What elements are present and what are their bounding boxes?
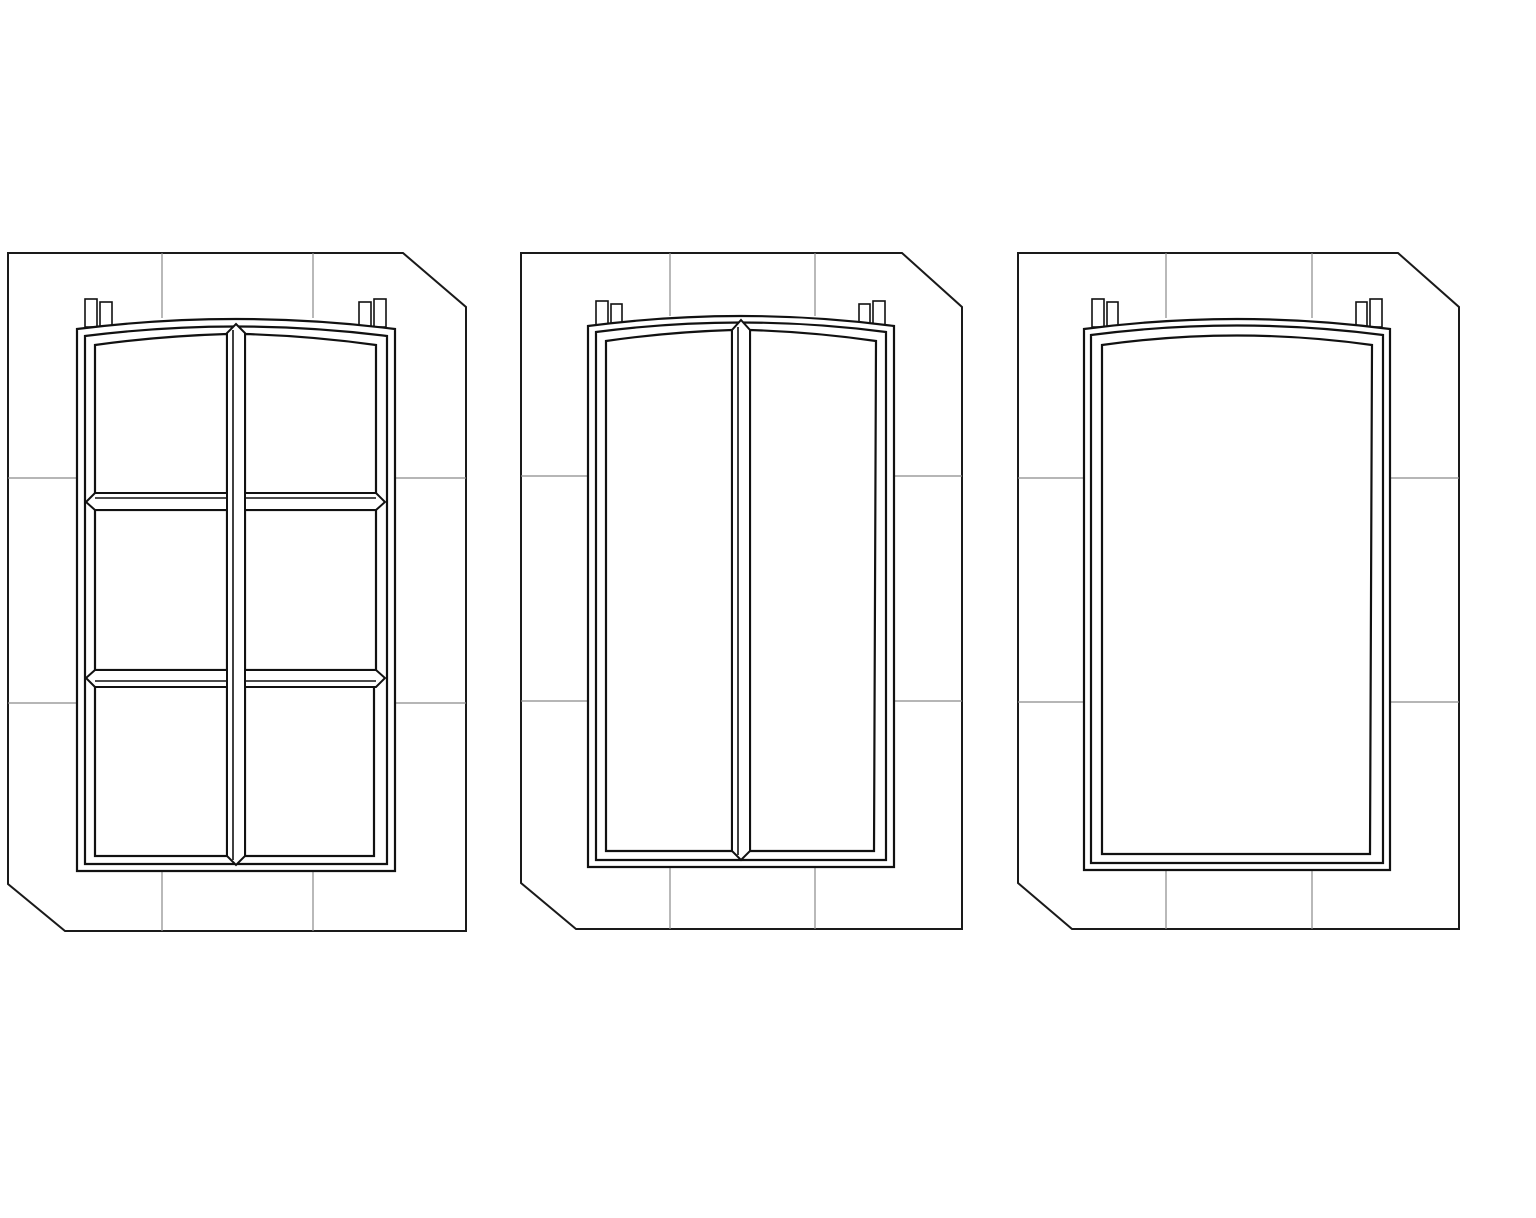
- muntin-bars: [731, 318, 751, 862]
- backdrop-grid: [521, 253, 962, 929]
- backdrop-grid: [8, 253, 466, 931]
- hanger-pins: [1091, 298, 1383, 328]
- door-panel-single-lite: [1017, 252, 1460, 930]
- door-panel-two-lite: [520, 252, 963, 930]
- glass-lites: [604, 328, 878, 853]
- backdrop-grid: [1018, 253, 1459, 929]
- glass-lites: [1100, 334, 1374, 856]
- glass-lites: [93, 332, 378, 858]
- door-panel-six-lite: [7, 252, 467, 932]
- muntin-bars: [84, 322, 387, 867]
